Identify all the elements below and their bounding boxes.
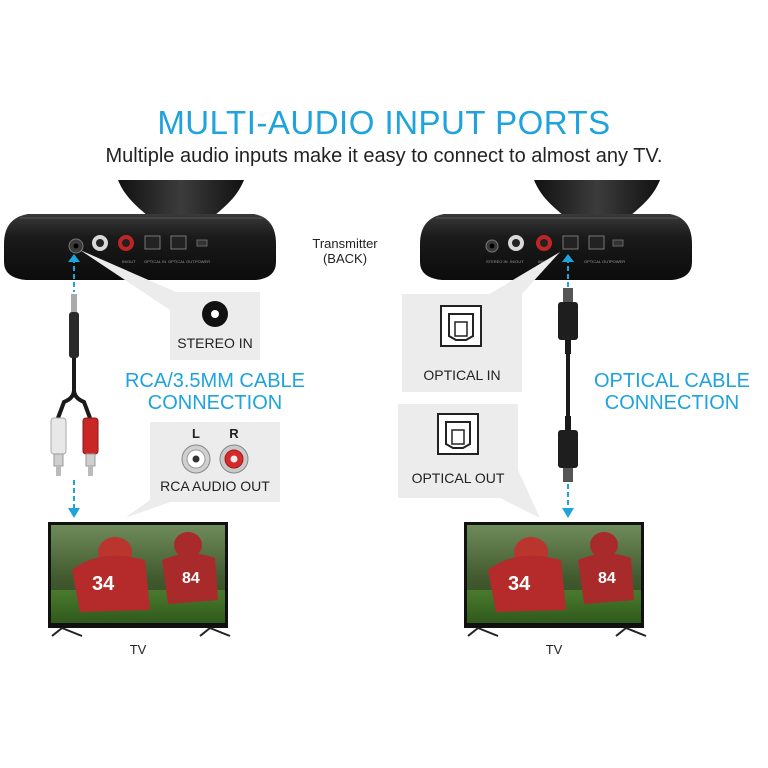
left-tv-label: TV bbox=[129, 642, 147, 657]
optical-connection-label: OPTICAL CABLE CONNECTION bbox=[582, 370, 762, 414]
rca-audio-out-callout bbox=[150, 422, 280, 502]
page-title: MULTI-AUDIO INPUT PORTS bbox=[157, 104, 611, 141]
transmitter-label: Transmitter (BACK) bbox=[300, 236, 390, 266]
rca-left-label: L bbox=[192, 426, 200, 441]
rca-jack-red-icon bbox=[219, 444, 249, 474]
svg-text:OPTICAL OUT: OPTICAL OUT bbox=[168, 259, 195, 264]
svg-text:POWER: POWER bbox=[610, 259, 625, 264]
left-transmitter: IN/OUT OPTICAL IN OPTICAL OUT POWER bbox=[4, 180, 276, 280]
optical-in-callout-pointer bbox=[486, 252, 560, 296]
svg-text:STEREO IN: STEREO IN bbox=[486, 259, 508, 264]
rca-right-label: R bbox=[229, 426, 239, 441]
left-tv: 34 84 bbox=[48, 522, 231, 637]
svg-text:84: 84 bbox=[182, 570, 200, 587]
optical-in-port-icon bbox=[440, 305, 482, 347]
svg-text:34: 34 bbox=[92, 573, 115, 595]
transmitter-label-line1: Transmitter bbox=[312, 236, 378, 251]
svg-text:OPTICAL IN: OPTICAL IN bbox=[144, 259, 166, 264]
optical-connection-label-line1: OPTICAL CABLE bbox=[594, 370, 750, 392]
svg-text:IN/OUT: IN/OUT bbox=[122, 259, 136, 264]
rca-jack-white-icon bbox=[181, 444, 211, 474]
optical-out-label: OPTICAL OUT bbox=[411, 470, 505, 486]
right-tv: 34 84 bbox=[464, 522, 647, 637]
svg-text:OPTICAL OUT: OPTICAL OUT bbox=[584, 259, 611, 264]
optical-connection-label-line2: CONNECTION bbox=[604, 392, 740, 414]
svg-text:IN/OUT: IN/OUT bbox=[510, 259, 524, 264]
rca-connection-label: RCA/3.5MM CABLE CONNECTION bbox=[100, 370, 330, 414]
stereo-in-label: STEREO IN bbox=[177, 335, 253, 351]
page-subtitle: Multiple audio inputs make it easy to co… bbox=[105, 145, 663, 167]
optical-in-label: OPTICAL IN bbox=[423, 367, 501, 383]
svg-text:84: 84 bbox=[598, 570, 616, 587]
right-tv-label: TV bbox=[545, 642, 563, 657]
svg-text:34: 34 bbox=[508, 573, 531, 595]
stereo-callout-pointer bbox=[80, 250, 176, 314]
rca-audio-out-label: RCA AUDIO OUT bbox=[160, 478, 270, 494]
optical-cable bbox=[558, 254, 578, 518]
rca-connection-label-line1: RCA/3.5MM CABLE bbox=[124, 370, 306, 392]
rca-connection-label-line2: CONNECTION bbox=[147, 392, 283, 414]
transmitter-label-line2: (BACK) bbox=[322, 251, 368, 266]
rca-3-5mm-cable bbox=[50, 254, 99, 518]
svg-text:POWER: POWER bbox=[195, 259, 210, 264]
optical-out-port-icon bbox=[437, 413, 479, 455]
right-transmitter: STEREO IN IN/OUT IN/OUT OPTICAL OUT POWE… bbox=[420, 180, 692, 280]
